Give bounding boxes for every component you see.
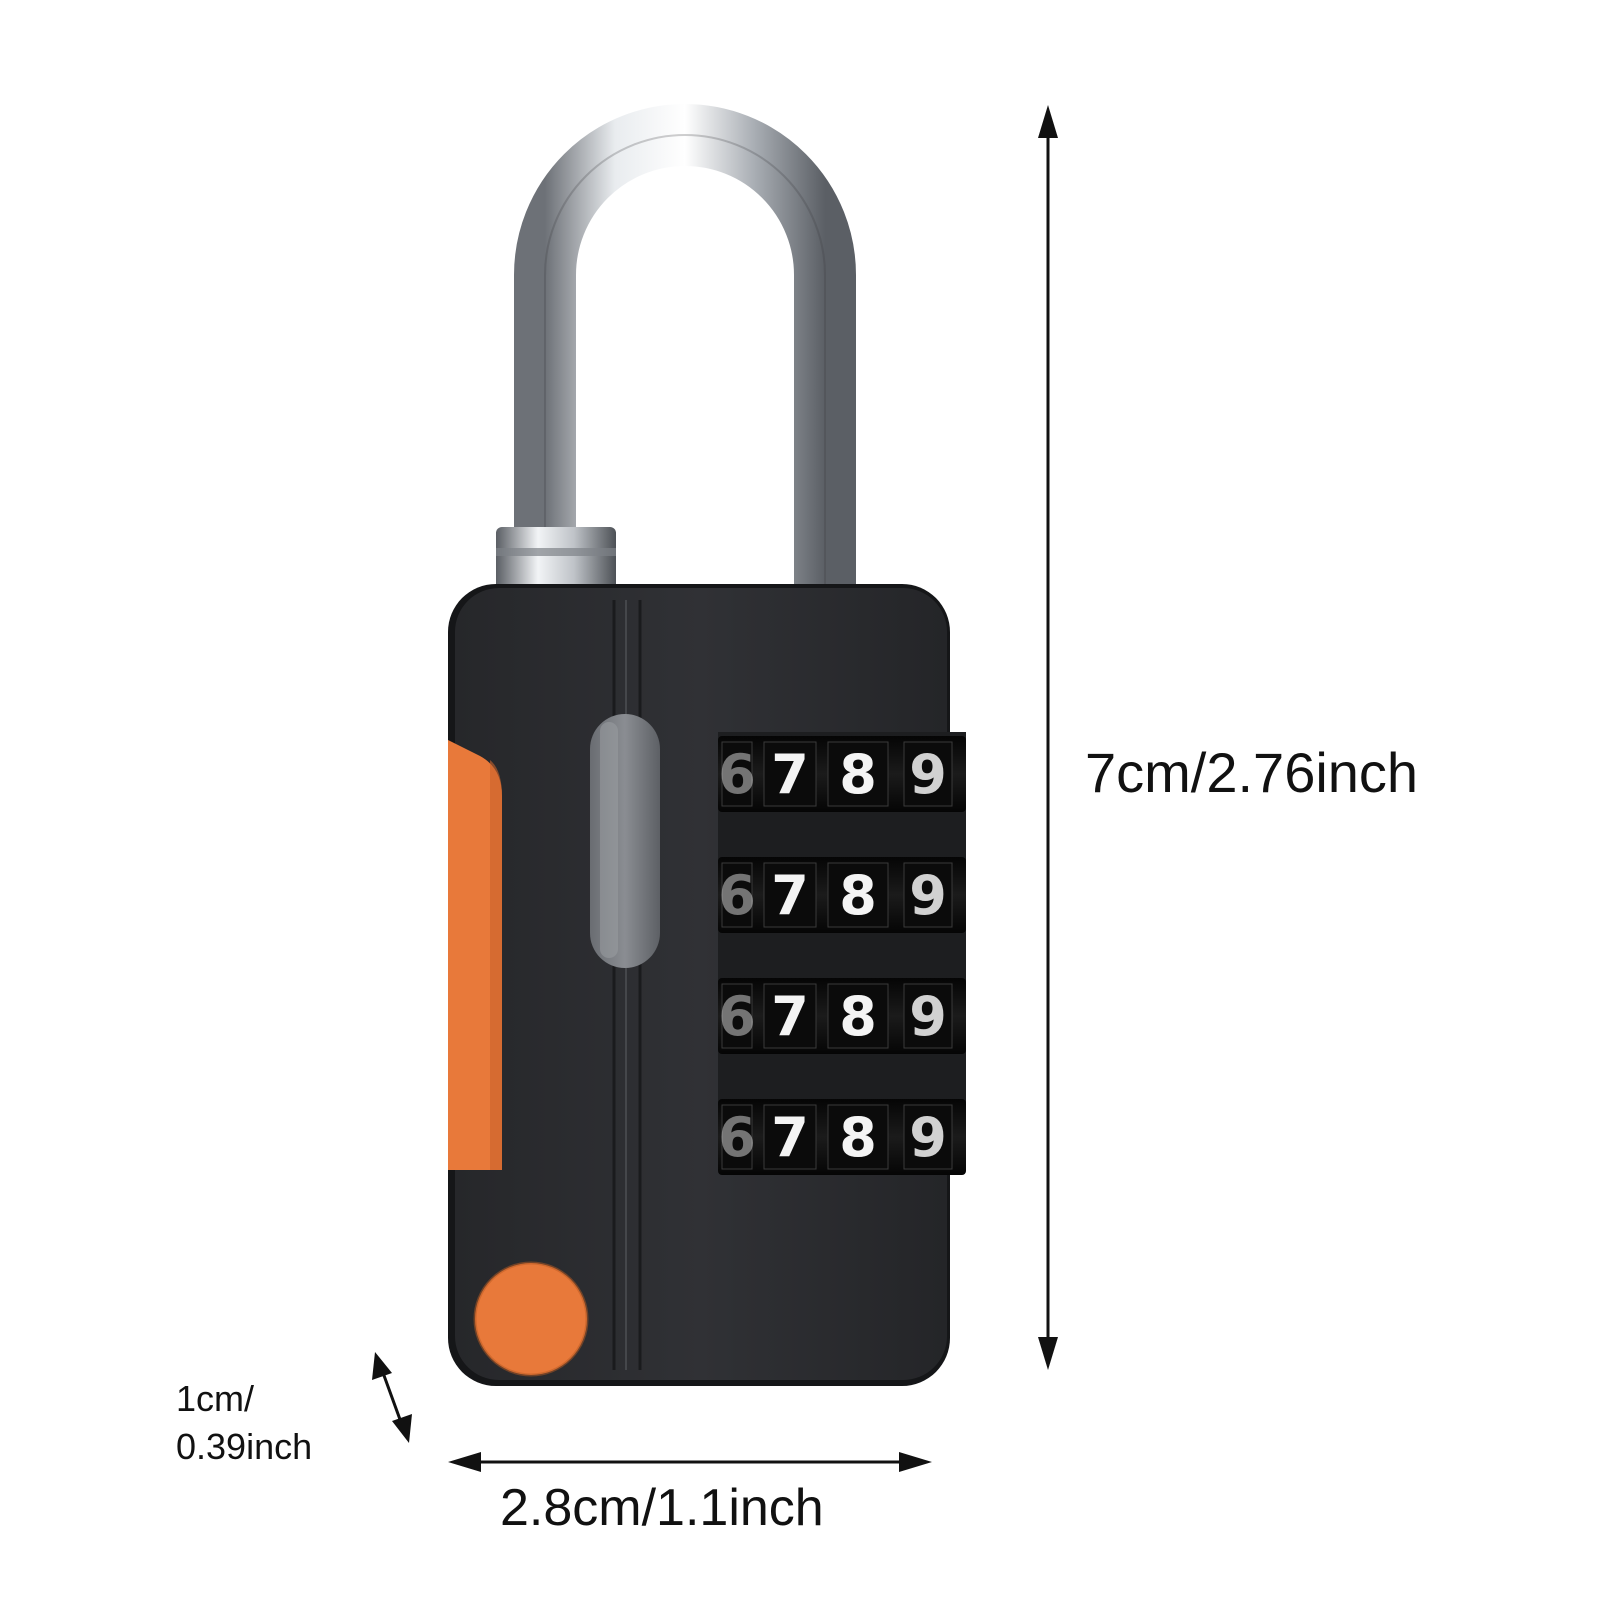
- shackle: [496, 104, 856, 593]
- lock-body: [448, 584, 966, 1386]
- depth-label-line1: 1cm/: [176, 1378, 255, 1419]
- double-arrow-vertical-icon: [1038, 105, 1058, 1370]
- reset-button[interactable]: [475, 1263, 587, 1375]
- dial-digit: 9: [909, 985, 947, 1048]
- dial-digit: 7: [771, 1106, 809, 1169]
- orange-side-strip: [448, 740, 502, 1170]
- dial-digit: 7: [771, 864, 809, 927]
- shackle-collar: [496, 527, 616, 593]
- dial-digit: 6: [718, 864, 756, 927]
- dial-digit: 8: [839, 1106, 877, 1169]
- dial-digit: 7: [771, 743, 809, 806]
- height-dimension-label: 7cm/2.76inch: [1085, 741, 1419, 804]
- double-arrow-diagonal-icon: [372, 1352, 412, 1443]
- depth-label-line2: 0.39inch: [176, 1426, 313, 1467]
- dial-digit: 9: [909, 743, 947, 806]
- depth-dimension-label: 1cm/ 0.39inch: [176, 1375, 312, 1471]
- dial-digit: 6: [718, 743, 756, 806]
- dial-digit: 6: [718, 1106, 756, 1169]
- dial-digit: 8: [839, 985, 877, 1048]
- dial-digit: 6: [718, 985, 756, 1048]
- width-dimension-label: 2.8cm/1.1inch: [500, 1479, 824, 1537]
- dial-digit: 7: [771, 985, 809, 1048]
- dial-digit: 8: [839, 864, 877, 927]
- dial-digit: 9: [909, 864, 947, 927]
- shackle-bar: [514, 104, 856, 585]
- dial-digit: 9: [909, 1106, 947, 1169]
- dial-digit: 8: [839, 743, 877, 806]
- double-arrow-horizontal-icon: [448, 1452, 932, 1472]
